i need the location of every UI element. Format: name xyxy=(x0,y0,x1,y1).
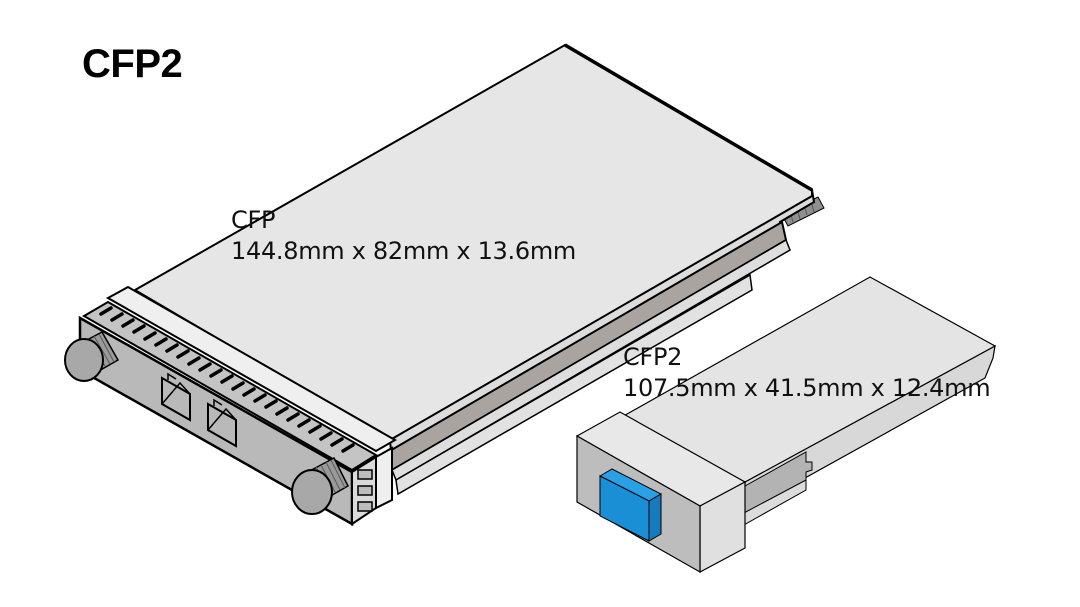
cfp-thumb-screw-left xyxy=(64,330,120,382)
cfp-side-slots xyxy=(357,469,373,512)
cfp2-blue-connector xyxy=(598,468,663,542)
cfp-module xyxy=(64,43,825,527)
cfp-optical-port-1 xyxy=(161,372,191,422)
cfp-thumb-screw-right xyxy=(291,456,349,515)
cfp2-name: CFP2 xyxy=(623,343,683,371)
cfp-optical-port-2 xyxy=(207,398,237,448)
cfp-name: CFP xyxy=(231,206,276,234)
page-title: CFP2 xyxy=(82,42,183,86)
cfp-vent-slots xyxy=(99,306,355,453)
cfp-label: CFP 144.8mm x 82mm x 13.6mm xyxy=(231,205,576,267)
cfp2-dimensions: 107.5mm x 41.5mm x 12.4mm xyxy=(623,374,991,402)
cfp2-module xyxy=(575,276,997,574)
cfp-dimensions: 144.8mm x 82mm x 13.6mm xyxy=(231,237,576,265)
cfp-bezel-top xyxy=(105,285,398,453)
cfp2-label: CFP2 107.5mm x 41.5mm x 12.4mm xyxy=(623,342,991,404)
